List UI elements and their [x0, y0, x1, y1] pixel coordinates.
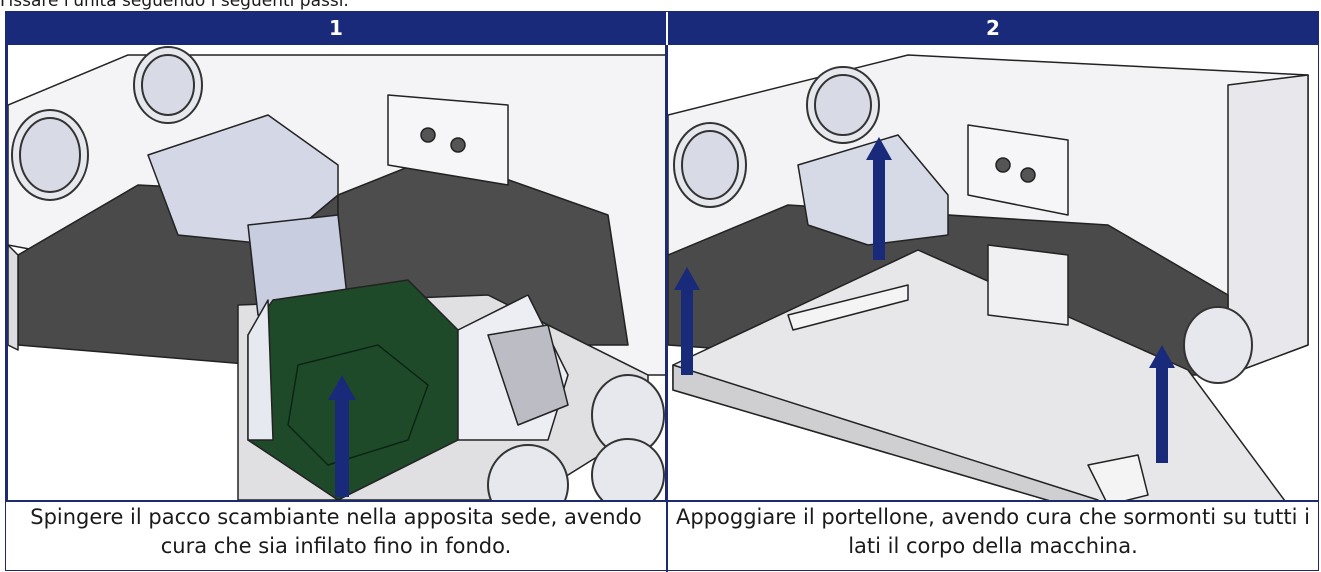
step-2-illustration	[668, 45, 1318, 500]
header-row: 1 2	[6, 12, 1318, 45]
steps-table: 1 2	[5, 11, 1319, 572]
step-2-number: 2	[668, 12, 1318, 45]
image-row	[6, 45, 1318, 500]
step-1-illustration	[6, 45, 668, 500]
row-divider	[6, 500, 1318, 502]
step-1-drawing	[8, 46, 665, 500]
step-1-caption: Spingere il pacco scambiante nella appos…	[6, 502, 668, 572]
step-1-number: 1	[6, 12, 668, 45]
step-2-drawing	[668, 54, 1309, 500]
lift-arrows-icon	[674, 137, 1175, 463]
intro-text: Fissare l'unità seguendo i seguenti pass…	[0, 0, 349, 11]
push-arrow-icon	[328, 375, 356, 497]
step-2-caption: Appoggiare il portellone, avendo cura ch…	[676, 505, 1310, 558]
caption-row: Spingere il pacco scambiante nella appos…	[6, 502, 1318, 572]
